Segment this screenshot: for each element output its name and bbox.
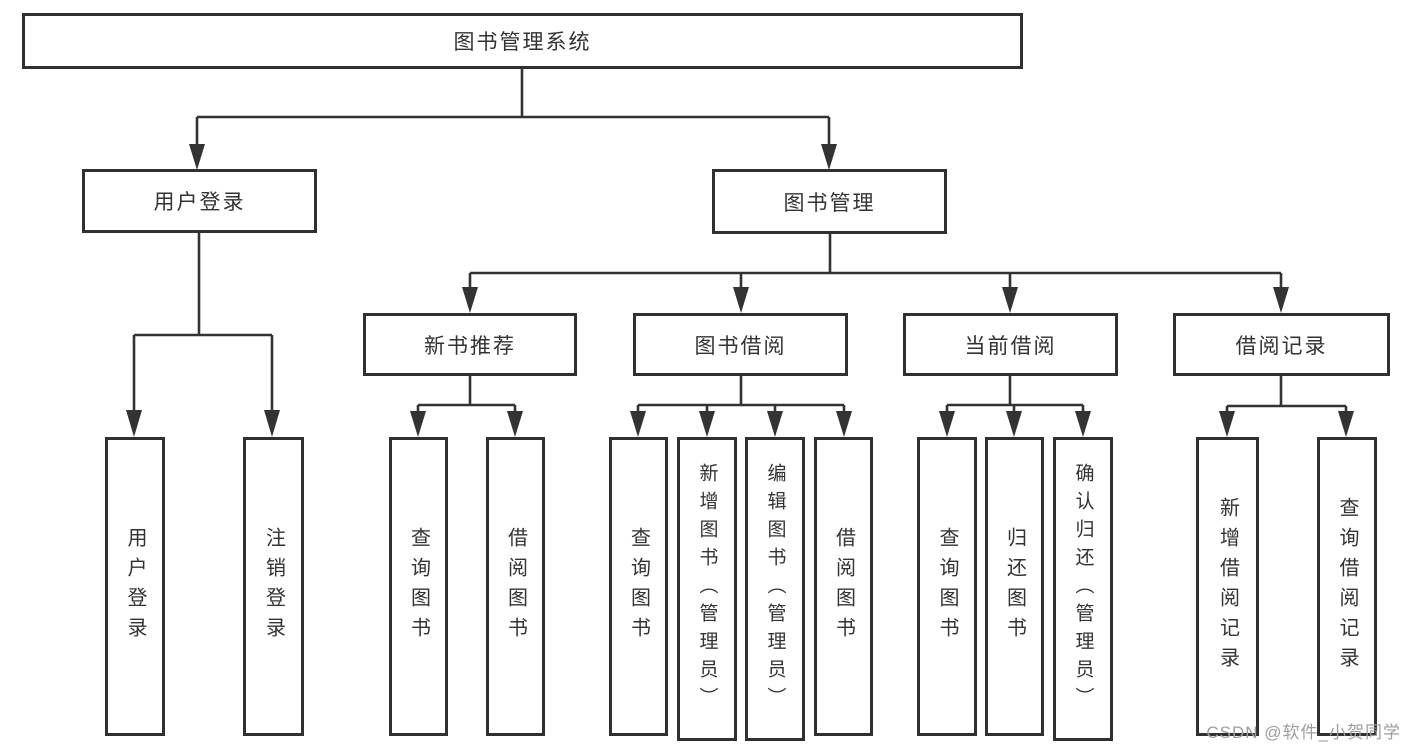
node-leaf-return-book: 归还图书 — [985, 437, 1044, 736]
node-borrow-records: 借阅记录 — [1173, 313, 1390, 376]
leaf-label: 用户登录 — [124, 526, 146, 647]
leaf-label: 编辑图书（管理员） — [764, 463, 786, 715]
leaf-label: 查询图书 — [936, 526, 958, 647]
node-user-login-module: 用户登录 — [82, 169, 317, 233]
node-current-borrow: 当前借阅 — [903, 313, 1118, 376]
leaf-label: 新增借阅记录 — [1216, 496, 1239, 677]
connector-new-book-rec-to-leaves — [410, 376, 523, 437]
node-leaf-logout: 注销登录 — [243, 437, 304, 736]
leaf-label: 查询借阅记录 — [1336, 496, 1358, 677]
leaf-label: 查询图书 — [407, 526, 430, 647]
leaf-label: 查询图书 — [627, 526, 650, 647]
node-leaf-add-book-admin: 新增图书（管理员） — [677, 437, 737, 741]
node-leaf-confirm-return-admin: 确认归还（管理员） — [1053, 437, 1113, 741]
connector-book-mgmt-to-level3 — [462, 234, 1289, 313]
node-leaf-add-borrow-record: 新增借阅记录 — [1196, 437, 1259, 736]
connector-current-borrow-to-leaves — [939, 376, 1091, 437]
connector-user-login-to-leaves — [126, 233, 280, 437]
leaf-label: 确认归还（管理员） — [1072, 463, 1094, 715]
connector-borrow-records-to-leaves — [1219, 376, 1354, 437]
node-book-management-module: 图书管理 — [712, 169, 947, 234]
node-root-system: 图书管理系统 — [22, 13, 1023, 69]
node-new-book-recommend: 新书推荐 — [363, 313, 577, 376]
connector-book-borrow-to-leaves — [630, 376, 852, 437]
node-leaf-query-book-2: 查询图书 — [609, 437, 668, 736]
csdn-watermark: CSDN @软件_小贺同学 — [1206, 723, 1401, 742]
leaf-label: 归还图书 — [1003, 526, 1026, 647]
node-leaf-borrow-book-2: 借阅图书 — [814, 437, 873, 736]
node-leaf-edit-book-admin: 编辑图书（管理员） — [745, 437, 805, 741]
leaf-label: 借阅图书 — [504, 526, 527, 647]
leaf-label: 借阅图书 — [832, 526, 855, 647]
node-leaf-query-book-1: 查询图书 — [389, 437, 448, 736]
node-leaf-user-login: 用户登录 — [105, 437, 165, 736]
node-book-borrow: 图书借阅 — [633, 313, 848, 376]
connector-root-to-level2 — [189, 69, 837, 170]
node-leaf-query-book-3: 查询图书 — [917, 437, 977, 736]
node-leaf-query-borrow-record: 查询借阅记录 — [1317, 437, 1377, 736]
leaf-label: 注销登录 — [262, 526, 285, 647]
node-leaf-borrow-book-1: 借阅图书 — [486, 437, 545, 736]
leaf-label: 新增图书（管理员） — [696, 463, 718, 715]
